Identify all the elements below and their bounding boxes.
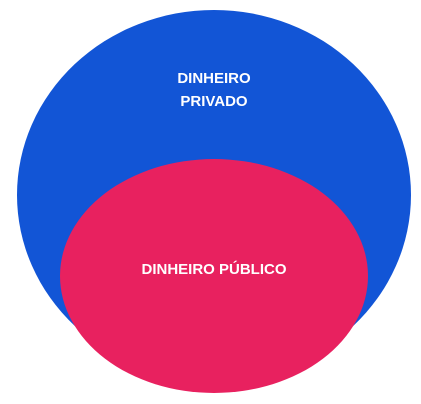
private-money-label-line2: PRIVADO xyxy=(180,93,248,110)
public-money-ellipse xyxy=(60,159,368,393)
private-money-label-line1: DINHEIRO xyxy=(177,70,251,87)
public-money-label: DINHEIRO PÚBLICO xyxy=(141,260,286,278)
